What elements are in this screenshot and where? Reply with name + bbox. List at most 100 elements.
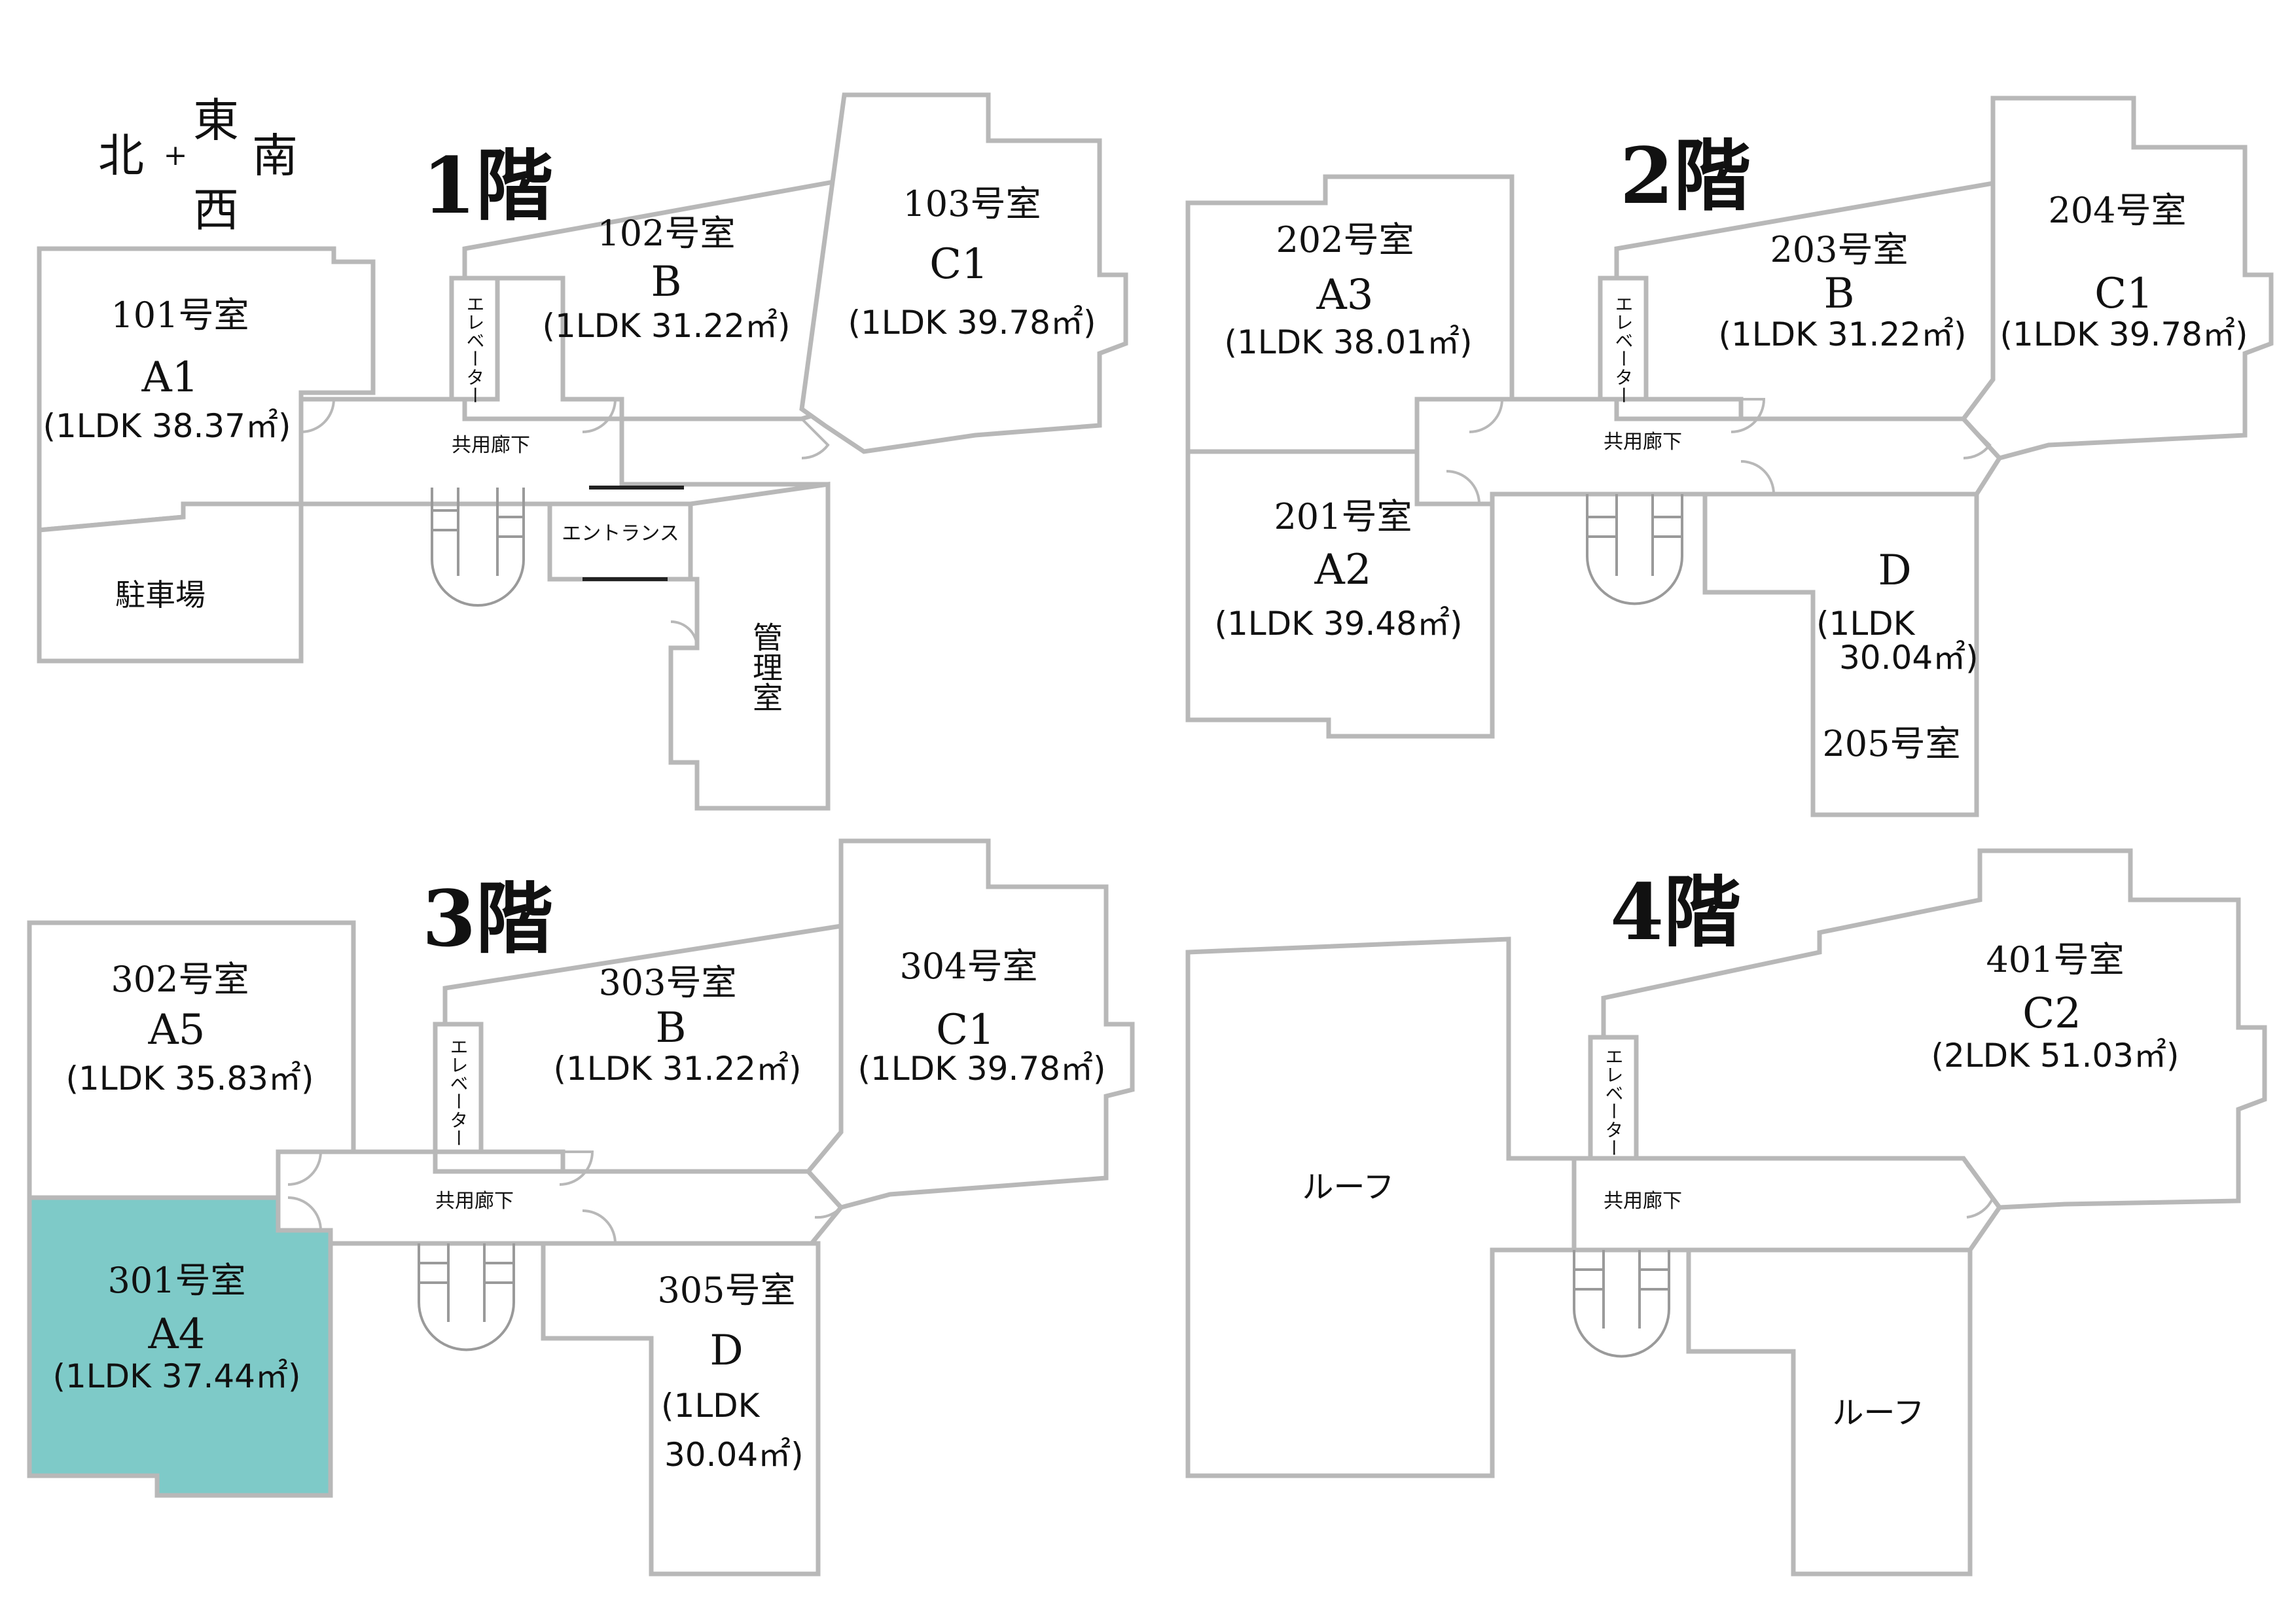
door-302[interactable] [287, 1150, 323, 1186]
elevator-4-label: エレベーター [1603, 1047, 1624, 1157]
room-401-area: (2LDK 51.03㎡) [1931, 1037, 2179, 1075]
room-302-type: A5 [148, 1006, 206, 1054]
room-302-number: 302号室 [111, 959, 249, 1000]
entrance-label: エントランス [562, 522, 679, 545]
room-204-type: C1 [2094, 270, 2153, 318]
corridor-2-label: 共用廊下 [1604, 431, 1682, 454]
elevator-4 [1588, 1035, 1639, 1161]
floor-3-title: 3階 [422, 873, 553, 964]
room-203-area: (1LDK 31.22㎡) [1718, 315, 1966, 353]
room-303-number: 303号室 [598, 962, 736, 1003]
door-304[interactable] [814, 1177, 843, 1219]
room-101-type: A1 [141, 353, 199, 402]
door-401[interactable] [1965, 1164, 1995, 1219]
compass-west: 西 [193, 183, 239, 237]
room-102-number: 102号室 [597, 213, 735, 254]
room-204-number: 204号室 [2048, 190, 2186, 231]
door-303[interactable] [559, 1150, 594, 1186]
corridor-4-label: 共用廊下 [1604, 1190, 1682, 1213]
door-205[interactable] [1740, 460, 1776, 495]
room-401[interactable] [1601, 848, 2267, 1210]
room-201-area: (1LDK 39.48㎡) [1214, 605, 1462, 643]
room-304[interactable] [805, 838, 1135, 1210]
corridor-1 [298, 397, 831, 507]
compass: 東 北 + 南 西 [98, 94, 298, 237]
office-label: 管理室 [748, 622, 783, 712]
room-204-area: (1LDK 39.78㎡) [2000, 315, 2248, 353]
room-103-type: C1 [929, 240, 988, 289]
room-305[interactable] [541, 1241, 821, 1577]
room-102-area: (1LDK 31.22㎡) [542, 307, 790, 345]
room-103-area: (1LDK 39.78㎡) [848, 304, 1096, 342]
elevator-2-label: エレベーター [1613, 294, 1634, 404]
compass-east: 東 [193, 94, 239, 147]
room-301-type: A4 [148, 1310, 206, 1359]
door-305[interactable] [582, 1209, 617, 1245]
floor-1-title: 1階 [422, 140, 553, 231]
compass-south: 南 [252, 129, 298, 183]
room-101-area: (1LDK 38.37㎡) [43, 407, 291, 445]
floor-4: 4階 401号室 C2 (2LDK 51.03㎡) ルーフ ルーフ エレベーター [1185, 848, 2267, 1577]
room-202-area: (1LDK 38.01㎡) [1224, 323, 1472, 361]
room-103-number: 103号室 [903, 183, 1041, 224]
door-102[interactable] [582, 398, 617, 433]
elevator-3-label: エレベーター [448, 1037, 469, 1147]
door-202[interactable] [1469, 398, 1504, 433]
room-305-area-line2: 30.04㎡) [664, 1436, 804, 1474]
door-103[interactable] [800, 418, 830, 459]
compass-north: 北 [98, 129, 144, 183]
door-101[interactable] [300, 398, 336, 433]
room-205-area-line2: 30.04㎡) [1839, 639, 1979, 677]
floor-3: 3階 302号室 A5 (1LDK [27, 838, 1135, 1577]
corridor-3-label: 共用廊下 [435, 1190, 514, 1213]
floor-2-title: 2階 [1620, 130, 1751, 221]
door-203[interactable] [1731, 398, 1766, 433]
room-205[interactable] [1702, 491, 1979, 817]
staircase-1 [431, 488, 525, 607]
room-301-area: (1LDK 37.44㎡) [52, 1357, 300, 1395]
roof-left-label: ルーフ [1302, 1169, 1394, 1205]
compass-plus: + [164, 139, 188, 172]
staircase-2 [1586, 494, 1683, 605]
floor-1: 1階 101号室 [37, 92, 1128, 811]
roof-right [1686, 1247, 1973, 1577]
room-305-number: 305号室 [657, 1270, 795, 1311]
room-304-type: C1 [936, 1006, 995, 1054]
room-304-number: 304号室 [899, 946, 1037, 987]
room-201-type: A2 [1314, 546, 1372, 594]
elevator-3 [433, 1022, 484, 1154]
room-103[interactable] [799, 92, 1128, 454]
door-301[interactable] [287, 1196, 323, 1232]
room-303-area: (1LDK 31.22㎡) [553, 1050, 801, 1088]
room-201-number: 201号室 [1274, 496, 1412, 537]
room-205-area-line1: (1LDK [1816, 605, 1916, 643]
room-304-area: (1LDK 39.78㎡) [857, 1050, 1105, 1088]
room-202-number: 202号室 [1276, 219, 1414, 260]
floor-2: 2階 202号室 A3 (1LDK [1185, 96, 2274, 817]
parking-label: 駐車場 [115, 577, 206, 613]
room-101-number: 101号室 [111, 294, 249, 336]
room-401-type: C2 [2022, 990, 2081, 1038]
room-401-number: 401号室 [1986, 939, 2124, 980]
corridor-1-label: 共用廊下 [452, 434, 530, 457]
room-305-type: D [709, 1327, 743, 1375]
roof-left [1185, 936, 1577, 1478]
management-office [668, 481, 831, 811]
elevator-1 [449, 276, 500, 402]
room-305-area-line1: (1LDK [661, 1387, 761, 1425]
room-302-area: (1LDK 35.83㎡) [65, 1060, 314, 1097]
floor-4-title: 4階 [1610, 866, 1741, 957]
door-204[interactable] [1962, 418, 1992, 459]
door-201[interactable] [1446, 470, 1481, 505]
room-205-type: D [1878, 546, 1911, 595]
room-102-type: B [651, 258, 681, 306]
room-301-number: 301号室 [107, 1260, 245, 1301]
room-203-type: B [1823, 270, 1854, 318]
room-205-number: 205号室 [1822, 723, 1960, 764]
elevator-1-label: エレベーター [464, 294, 486, 404]
room-203-number: 203号室 [1770, 229, 1908, 270]
roof-right-label: ルーフ [1832, 1395, 1924, 1431]
room-303-type: B [655, 1004, 686, 1052]
door-office[interactable] [670, 620, 699, 649]
